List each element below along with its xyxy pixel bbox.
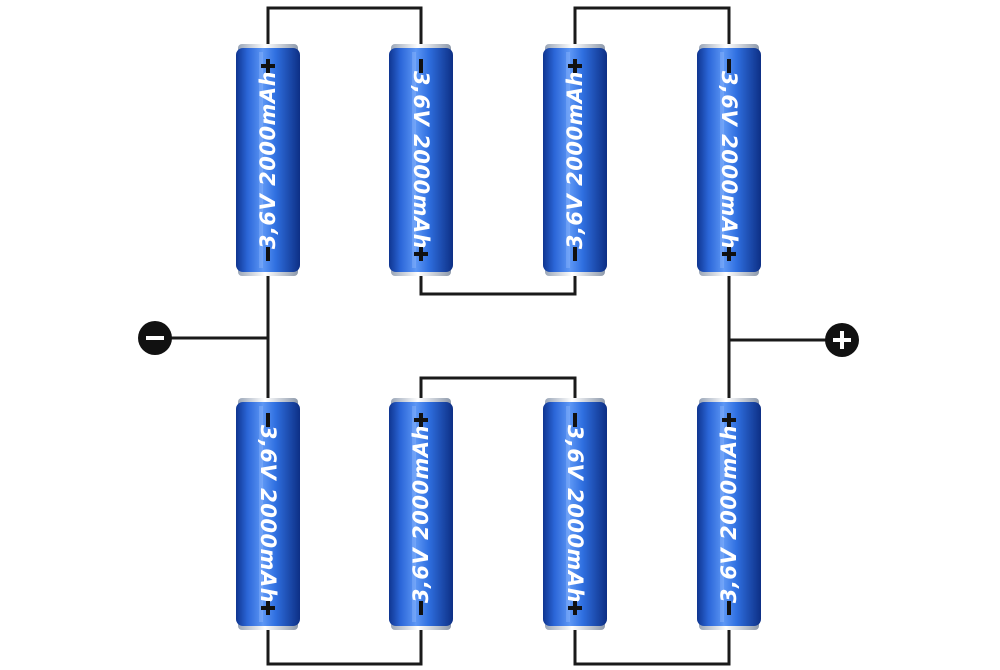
cell-label: 3,6V 2000mAh (256, 425, 280, 603)
cell-label: 3,6V 2000mAh (563, 71, 587, 249)
cell-label: 3,6V 2000mAh (409, 71, 433, 249)
battery-cell-top-1: 3,6V 2000mAh (236, 44, 300, 276)
wire-top-3-4 (573, 6, 731, 54)
cell-body (236, 48, 300, 272)
cell-body (697, 402, 761, 626)
cell-label: 3,6V 2000mAh (717, 71, 741, 249)
cell-label: 3,6V 2000mAh (256, 71, 280, 249)
cell-body (543, 402, 607, 626)
battery-cell-top-2: 3,6V 2000mAh (389, 44, 453, 276)
cell-highlight (412, 406, 417, 622)
wire-top-2-3 (419, 266, 577, 296)
wire-bottom-3-4 (573, 622, 731, 666)
cell-highlight (566, 406, 571, 622)
cell-label: 3,6V 2000mAh (563, 425, 587, 603)
battery-cells: 3,6V 2000mAh 3,6V 2000mAh 3,6V 2000mAh 3,6V… (236, 44, 761, 630)
wire-top-1-2 (266, 6, 423, 54)
cell-body (543, 48, 607, 272)
battery-cell-bottom-3: 3,6V 2000mAh (543, 398, 607, 630)
wire-bottom-1-2 (266, 622, 423, 666)
cell-body (389, 402, 453, 626)
cell-highlight (259, 406, 264, 622)
cell-highlight (720, 406, 725, 622)
cell-body (697, 48, 761, 272)
battery-cell-bottom-4: 3,6V 2000mAh (697, 398, 761, 630)
cell-highlight (412, 52, 417, 268)
cell-highlight (259, 52, 264, 268)
wiring (153, 6, 844, 666)
battery-cell-top-4: 3,6V 2000mAh (697, 44, 761, 276)
cell-label: 3,6V 2000mAh (717, 425, 741, 603)
battery-cell-bottom-2: 3,6V 2000mAh (389, 398, 453, 630)
battery-cell-bottom-1: 3,6V 2000mAh (236, 398, 300, 630)
cell-body (236, 402, 300, 626)
cell-body (389, 48, 453, 272)
wire-bottom-2-3 (419, 376, 577, 406)
cell-highlight (566, 52, 571, 268)
battery-cell-top-3: 3,6V 2000mAh (543, 44, 607, 276)
cell-label: 3,6V 2000mAh (409, 425, 433, 603)
negative-terminal (138, 321, 172, 355)
cell-highlight (720, 52, 725, 268)
positive-terminal (825, 323, 859, 357)
